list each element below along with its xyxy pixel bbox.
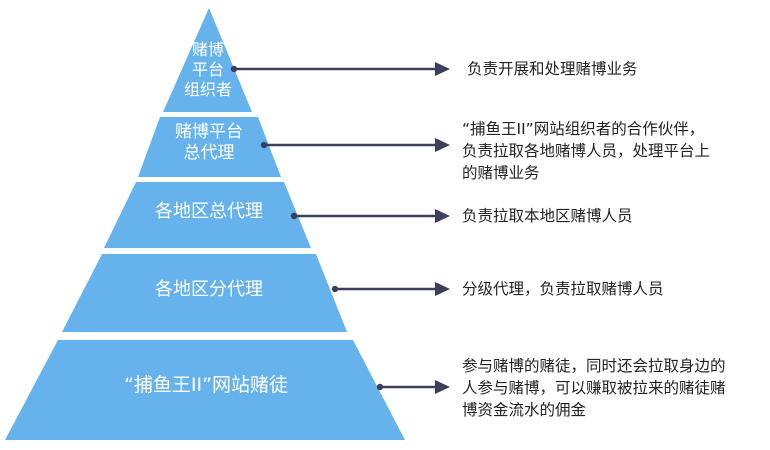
- pyramid-tier-4: [62, 254, 347, 332]
- connector-4: [331, 282, 450, 296]
- tier-label-4: 各地区分代理: [155, 279, 263, 300]
- tier-description-5: 参与赌博的赌徒，同时还会拉取身边的 人参与赌博，可以赚取被拉来的赌徒赌 博资金流…: [462, 357, 726, 419]
- connector-1: [230, 62, 450, 76]
- pyramid-tier-3: [104, 182, 311, 248]
- tier-label-3: 各地区总代理: [155, 201, 263, 222]
- tier-description-3: 负责拉取本地区赌博人员: [462, 207, 633, 225]
- pyramid-tier-1: [163, 8, 252, 112]
- tier-label-2: 赌博平台 总代理: [175, 122, 243, 164]
- pyramid-tier-2: [138, 117, 281, 177]
- tier-description-2: “捕鱼王II”网站组织者的合作伙伴， 负责拉取各地赌博人员，处理平台上 的赌博业…: [462, 120, 711, 182]
- pyramid-tier-5: [5, 340, 405, 440]
- tier-description-1: 负责开展和处理赌博业务: [467, 60, 638, 78]
- tier-label-5: “捕鱼王II”网站赌徒: [124, 374, 288, 396]
- tier-label-1: 赌博 平台 组织者: [183, 40, 232, 99]
- connector-3: [290, 209, 450, 223]
- tier-description-4: 分级代理，负责拉取赌博人员: [462, 280, 664, 298]
- connector-5: [376, 380, 450, 394]
- connector-2: [260, 138, 450, 152]
